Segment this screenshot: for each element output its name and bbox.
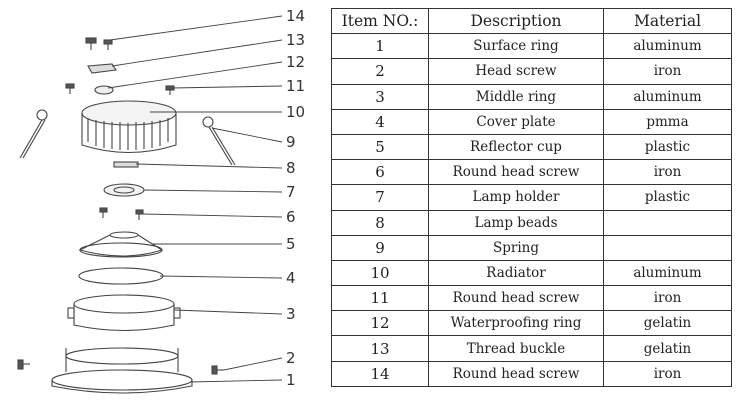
cell-description: Cover plate	[428, 108, 604, 135]
header-item-no: Item NO.:	[331, 7, 429, 35]
cell-description: Round head screw	[428, 360, 604, 387]
callout-number: 7	[286, 183, 296, 201]
part-6-screw-right	[135, 209, 144, 220]
part-11-screw-left	[65, 83, 75, 94]
cell-item-no: 9	[331, 234, 429, 261]
cell-description: Radiator	[428, 259, 604, 287]
callout-number: 2	[286, 349, 296, 367]
cell-item-no: 8	[331, 209, 429, 236]
callout-number: 9	[286, 133, 296, 151]
callout-number: 13	[286, 31, 305, 49]
callout-number: 12	[286, 53, 305, 71]
cell-material: aluminum	[603, 259, 732, 287]
cell-material	[603, 209, 732, 236]
callout-number: 14	[286, 7, 305, 25]
cell-material: plastic	[603, 133, 732, 161]
cell-item-no: 14	[331, 360, 429, 387]
cell-item-no: 6	[331, 159, 429, 186]
callout-number: 3	[286, 305, 296, 323]
cell-item-no: 7	[331, 184, 429, 211]
cell-item-no: 4	[331, 108, 429, 135]
part-4-cover-plate	[78, 267, 164, 285]
cell-material: iron	[603, 58, 732, 85]
part-5-reflector-cup	[78, 231, 164, 258]
cell-material: gelatin	[603, 310, 732, 337]
cell-material: plastic	[603, 184, 732, 211]
callout-number: 8	[286, 159, 296, 177]
cell-item-no: 1	[331, 33, 429, 60]
part-6-screw-left	[99, 207, 108, 218]
cell-item-no: 11	[331, 285, 429, 312]
part-10-radiator	[81, 100, 177, 154]
callout-number: 6	[286, 208, 296, 226]
cell-description: Spring	[428, 234, 604, 261]
cell-material: gelatin	[603, 335, 732, 362]
part-7-lamp-holder	[103, 183, 145, 197]
cell-item-no: 12	[331, 310, 429, 337]
callout-number: 4	[286, 269, 296, 287]
cell-description: Round head screw	[428, 285, 604, 312]
cell-item-no: 5	[331, 133, 429, 161]
cell-item-no: 10	[331, 259, 429, 287]
cell-description: Head screw	[428, 58, 604, 85]
part-8-lamp-beads	[113, 161, 139, 168]
cell-description: Lamp holder	[428, 184, 604, 211]
cell-material: iron	[603, 360, 732, 387]
part-gland	[94, 85, 114, 95]
cell-item-no: 3	[331, 83, 429, 110]
part-11-screw-right	[165, 85, 175, 95]
cell-item-no: 13	[331, 335, 429, 362]
callout-number: 1	[286, 371, 296, 389]
part-9-spring-right	[202, 116, 236, 166]
cell-material: pmma	[603, 108, 732, 135]
part-2-screw-right	[211, 365, 224, 375]
exploded-view-diagram: 14 13 12 11 10 9 8 7 6 5 4 3 2 1	[17, 7, 305, 394]
cell-description: Lamp beads	[428, 209, 604, 236]
part-13-thread-buckle	[103, 39, 113, 50]
header-material: Material	[603, 7, 732, 35]
callout-number: 11	[286, 77, 305, 95]
cell-material	[603, 234, 732, 261]
part-14-screw	[85, 37, 97, 50]
header-description: Description	[428, 7, 604, 35]
cell-description: Waterproofing ring	[428, 310, 604, 337]
cell-material: aluminum	[603, 33, 732, 60]
cell-material: iron	[603, 285, 732, 312]
callout-number: 5	[286, 235, 296, 253]
part-2-screw-left	[17, 359, 30, 370]
cell-description: Reflector cup	[428, 133, 604, 161]
part-9-spring-left	[19, 109, 48, 159]
part-1-surface-ring	[51, 347, 193, 394]
part-3-middle-ring	[67, 294, 181, 332]
part-12-waterproofing-ring	[87, 63, 117, 74]
table-header-row: Item NO.: Description Material	[331, 7, 732, 35]
cell-description: Round head screw	[428, 159, 604, 186]
cell-item-no: 2	[331, 58, 429, 85]
cell-description: Surface ring	[428, 33, 604, 60]
callout-number: 10	[286, 103, 305, 121]
cell-description: Middle ring	[428, 83, 604, 110]
cell-material: iron	[603, 159, 732, 186]
cell-description: Thread buckle	[428, 335, 604, 362]
cell-material: aluminum	[603, 83, 732, 110]
